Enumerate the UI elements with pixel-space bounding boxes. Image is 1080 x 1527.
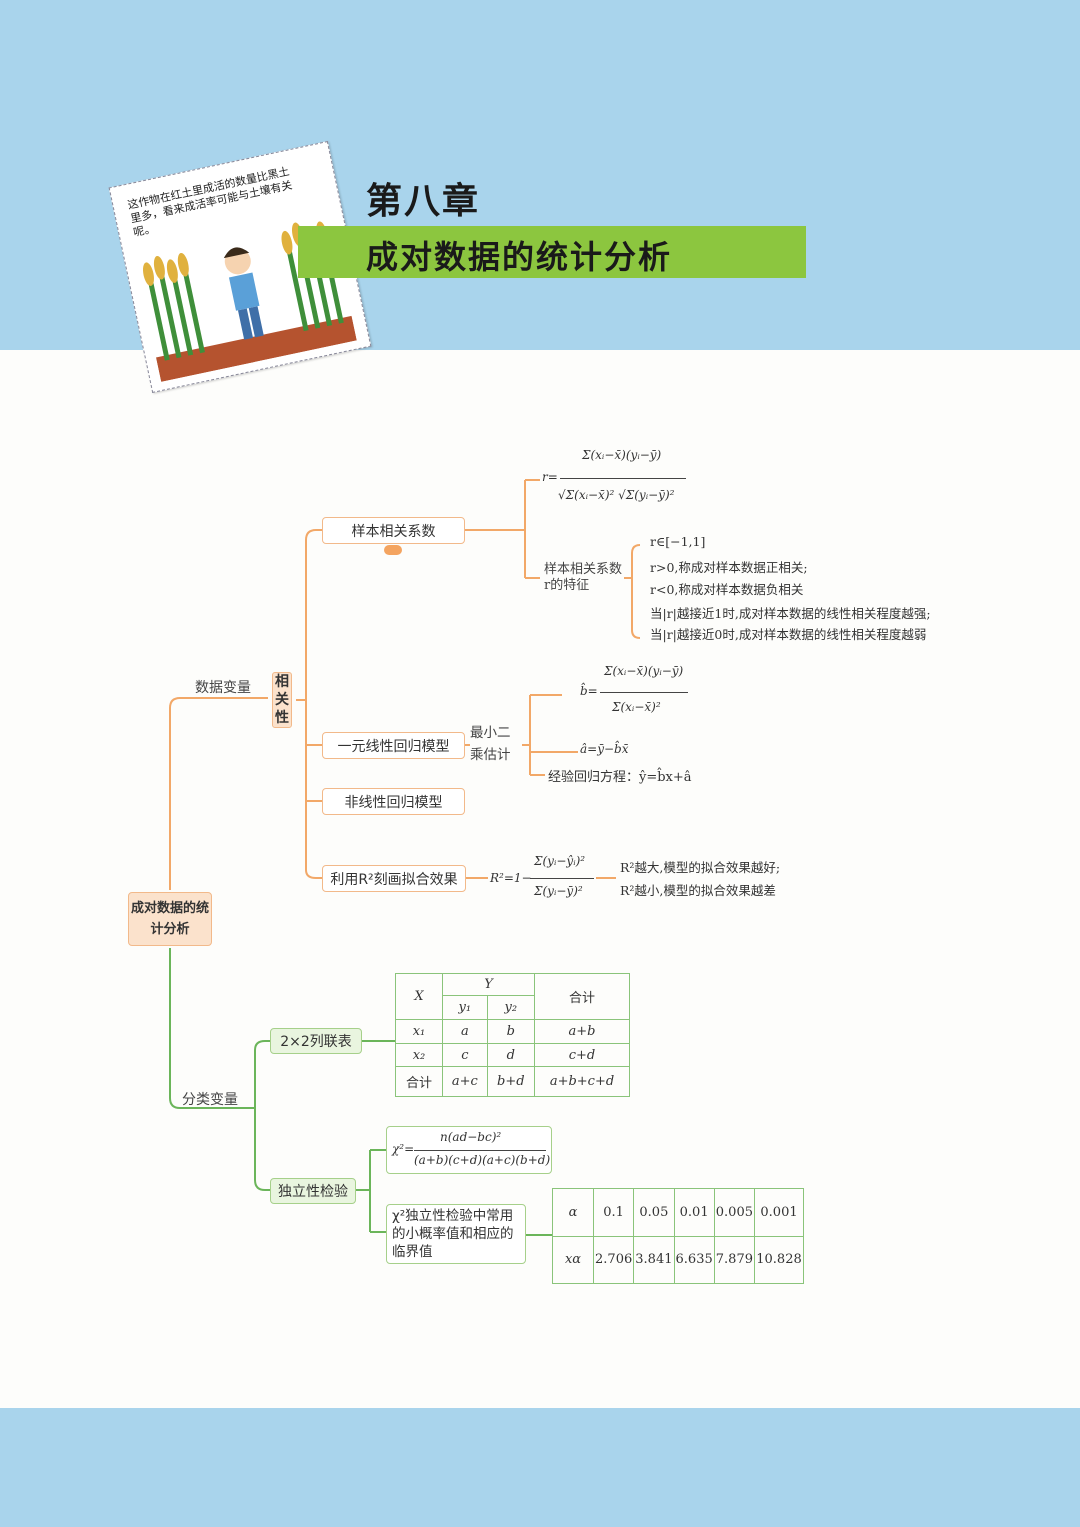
alpha-row: α 0.1 0.05 0.01 0.005 0.001 [552, 1188, 804, 1237]
table-cell: x₂ [395, 1042, 443, 1068]
b-formula-denominator: Σ(xᵢ−x̄)² [612, 700, 661, 714]
table-cell: a+b [534, 1019, 630, 1044]
x-alpha-label: xα [552, 1235, 594, 1284]
table-cell: a+c [442, 1066, 488, 1097]
corr-feature-2: r>0,称成对样本数据正相关; [650, 560, 808, 575]
table-row: 合计 a+c b+d a+b+c+d [395, 1066, 630, 1097]
table-header-x: X [395, 973, 443, 1020]
critical-value-label: χ²独立性检验中常用的小概率值和相应的临界值 [386, 1204, 526, 1264]
r-formula-denominator: √Σ(xᵢ−x̄)² √Σ(yᵢ−ȳ)² [558, 488, 675, 502]
table-cell: x₁ [395, 1019, 443, 1044]
chi-formula-numerator: n(ad−bc)² [440, 1130, 502, 1144]
independence-test-node: 独立性检验 [270, 1178, 356, 1204]
chi-formula-denominator: (a+b)(c+d)(a+c)(b+d) [414, 1153, 551, 1167]
table-header-total: 合计 [534, 973, 630, 1020]
table-cell: 0.05 [633, 1188, 675, 1237]
r2-formula-numerator: Σ(yᵢ−ŷᵢ)² [534, 854, 586, 868]
chapter-title: 成对数据的统计分析 [366, 238, 673, 276]
title-bar [298, 226, 806, 278]
nonlinear-regression-node: 非线性回归模型 [322, 788, 465, 815]
b-fraction-bar [600, 692, 688, 693]
bottom-band [0, 1408, 1080, 1527]
table-cell: 10.828 [754, 1235, 804, 1284]
corr-feature-5: 当|r|越接近0时,成对样本数据的线性相关程度越弱 [650, 627, 927, 642]
contingency-table: X Y 合计 y₁ y₂ x₁ a b a+b x₂ c d c+d 合计 a+… [395, 973, 630, 1097]
corr-feature-3: r<0,称成对样本数据负相关 [650, 582, 804, 597]
table-row: x₁ a b a+b [395, 1019, 630, 1044]
r2-note-2: R²越小,模型的拟合效果越差 [620, 883, 776, 898]
r2-fit-node: 利用R²刻画拟合效果 [322, 865, 466, 892]
categorical-variable-label: 分类变量 [182, 1092, 238, 1108]
b-formula-numerator: Σ(xᵢ−x̄)(yᵢ−ȳ) [604, 664, 684, 678]
table-cell: 0.001 [754, 1188, 804, 1237]
sample-corr-node: 样本相关系数 [322, 517, 465, 544]
table-cell: a+b+c+d [534, 1066, 630, 1097]
table-cell: 6.635 [673, 1235, 715, 1284]
least-squares-label: 最小二乘估计 [470, 725, 511, 763]
r-formula-lhs: r= [542, 470, 558, 484]
table-cell: b+d [486, 1066, 536, 1097]
critical-value-table: α 0.1 0.05 0.01 0.005 0.001 xα 2.706 3.8… [552, 1188, 804, 1284]
r-formula-numerator: Σ(xᵢ−x̄)(yᵢ−ȳ) [582, 448, 662, 462]
r2-note-1: R²越大,模型的拟合效果越好; [620, 860, 781, 875]
r2-formula-denominator: Σ(yᵢ−ȳ)² [534, 884, 583, 898]
node-tag-icon [384, 545, 402, 555]
r2-formula-lhs: R²=1− [490, 871, 532, 885]
b-formula-lhs: b̂= [580, 684, 598, 698]
table-cell: 3.841 [633, 1235, 675, 1284]
chi-formula-lhs: χ²= [392, 1142, 415, 1156]
r2-fraction-bar [530, 878, 594, 879]
r-fraction-bar [560, 478, 686, 479]
table-subheader-y1: y₁ [442, 995, 488, 1020]
table-header-y: Y [442, 973, 535, 996]
numeric-variable-label: 数据变量 [195, 680, 251, 696]
table-cell: 0.1 [592, 1188, 635, 1237]
table-cell: 2.706 [592, 1235, 635, 1284]
table-cell: a [442, 1019, 488, 1044]
table-cell: 0.01 [673, 1188, 715, 1237]
table-cell: c+d [534, 1042, 630, 1068]
corr-feature-1: r∈[−1,1] [650, 534, 706, 549]
table-cell: 7.879 [713, 1235, 756, 1284]
linear-regression-node: 一元线性回归模型 [322, 732, 465, 759]
a-formula: â=ȳ−b̂x̄ [580, 742, 629, 756]
table-cell: c [442, 1042, 488, 1068]
alpha-label: α [552, 1188, 594, 1237]
table-cell: b [486, 1019, 536, 1044]
correlation-node: 相关性 [272, 672, 292, 728]
chapter-number: 第八章 [366, 181, 481, 222]
table-cell: 0.005 [713, 1188, 756, 1237]
contingency-node: 2×2列联表 [270, 1028, 362, 1054]
table-subheader-y2: y₂ [486, 995, 536, 1020]
critical-x-row: xα 2.706 3.841 6.635 7.879 10.828 [552, 1235, 804, 1284]
empirical-equation: 经验回归方程：ŷ=b̂x+â [548, 770, 692, 785]
corr-feature-4: 当|r|越接近1时,成对样本数据的线性相关程度越强; [650, 606, 931, 621]
table-cell: 合计 [395, 1066, 443, 1097]
table-row: x₂ c d c+d [395, 1042, 630, 1068]
root-node: 成对数据的统计分析 [128, 892, 212, 946]
table-cell: d [486, 1042, 536, 1068]
corr-features-label: 样本相关系数r的特征 [544, 562, 623, 593]
chi-fraction-bar [414, 1150, 546, 1151]
